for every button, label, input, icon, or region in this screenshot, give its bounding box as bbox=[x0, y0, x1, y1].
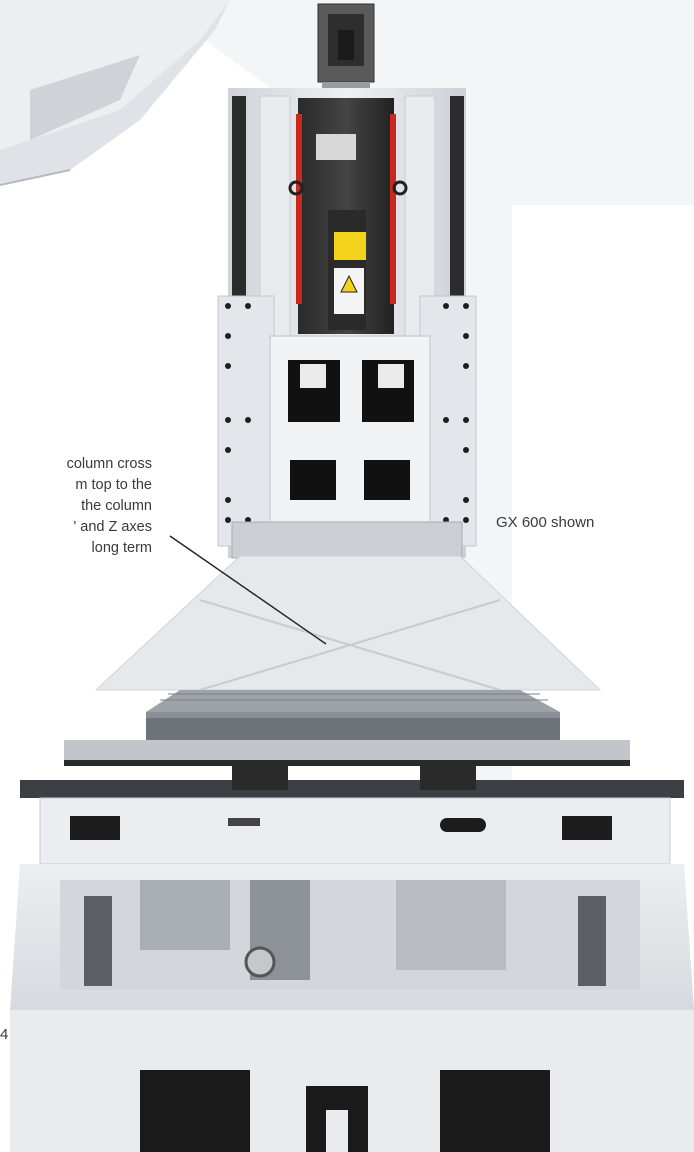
x-axis-saddle bbox=[20, 740, 684, 865]
page-number: 4 bbox=[0, 1026, 9, 1043]
background-panel bbox=[150, 0, 694, 1152]
callout-line: long term bbox=[91, 540, 152, 556]
column-base bbox=[94, 555, 602, 691]
warning-label bbox=[334, 232, 366, 260]
callout-line: ' and Z axes bbox=[73, 519, 152, 535]
callout-leader-line bbox=[169, 535, 327, 645]
spindle-head bbox=[288, 98, 408, 334]
z-axis-motor bbox=[317, 3, 375, 96]
model-caption: GX 600 shown bbox=[496, 514, 595, 531]
callout-line: m top to the bbox=[75, 477, 152, 493]
column-callout-text: column cross m top to the the column ' a… bbox=[0, 454, 152, 559]
callout-line: column cross bbox=[66, 456, 152, 472]
machine-base bbox=[10, 864, 694, 1152]
callout-line: the column bbox=[81, 498, 152, 514]
saddle-plate bbox=[231, 335, 463, 559]
corner-machine-image bbox=[0, 0, 230, 186]
